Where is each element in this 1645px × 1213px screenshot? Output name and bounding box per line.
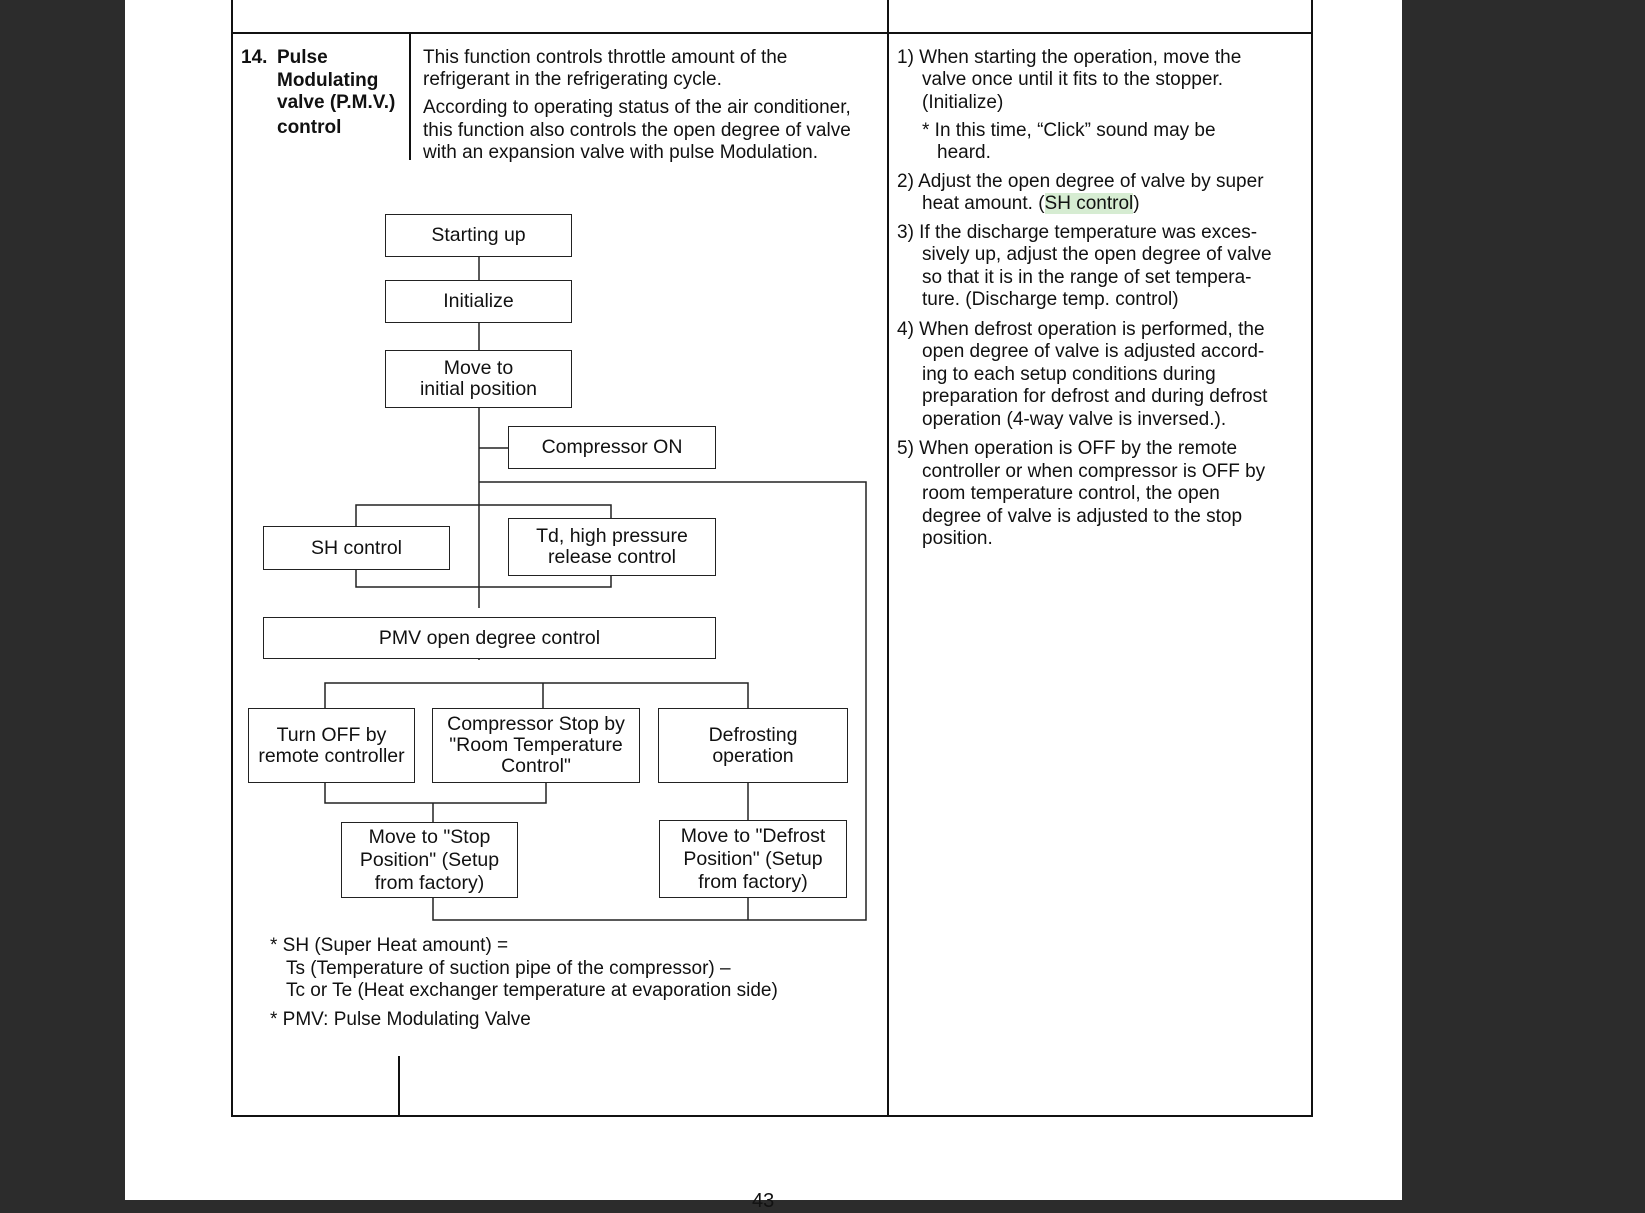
note-2-text: heat amount. ( — [922, 193, 1045, 214]
note-4-line: preparation for defrost and during defro… — [922, 386, 1268, 407]
description-line: this function also controls the open deg… — [423, 120, 851, 141]
section-title-line: Pulse — [277, 47, 328, 68]
note-5-line: degree of valve is adjusted to the stop — [922, 506, 1243, 527]
note-1-star-line: * In this time, “Click” sound may be — [922, 120, 1216, 141]
flow-box-turn-off: Turn OFF by remote controller — [248, 708, 415, 783]
description-line: refrigerant in the refrigerating cycle. — [423, 69, 722, 90]
flow-box-defrosting: Defrosting operation — [658, 708, 848, 783]
note-4-line: 4) When defrost operation is performed, … — [897, 319, 1265, 340]
note-4-line: operation (4-way valve is inversed.). — [922, 409, 1227, 430]
section-title-line: Modulating — [277, 70, 379, 91]
flow-box-pmv-open-degree: PMV open degree control — [263, 617, 716, 659]
section-title-line: control — [277, 117, 342, 138]
description-line: with an expansion valve with pulse Modul… — [423, 142, 819, 163]
note-4-line: ing to each setup conditions during — [922, 364, 1216, 385]
description-line: This function controls throttle amount o… — [423, 47, 788, 68]
table-column-divider — [887, 0, 889, 1117]
section-title-line: valve (P.M.V.) — [277, 92, 396, 113]
note-5-line: room temperature control, the open — [922, 483, 1220, 504]
note-2-line: heat amount. (SH control) — [922, 193, 1140, 216]
note-5-line: position. — [922, 528, 993, 549]
flow-box-compressor-stop: Compressor Stop by "Room Temperature Con… — [432, 708, 640, 783]
note-1-star-line: heard. — [937, 142, 991, 163]
footnote-pmv: * PMV: Pulse Modulating Valve — [270, 1009, 531, 1030]
flow-box-starting-up: Starting up — [385, 214, 572, 257]
bottom-divider-fragment — [398, 1056, 400, 1116]
note-3-line: 3) If the discharge temperature was exce… — [897, 222, 1258, 243]
note-1-line: (Initialize) — [922, 92, 1004, 113]
description-line: According to operating status of the air… — [423, 97, 851, 118]
note-3-line: ture. (Discharge temp. control) — [922, 289, 1179, 310]
flow-box-move-stop-position: Move to "Stop Position" (Setup from fact… — [341, 822, 518, 898]
flow-box-td-control: Td, high pressure release control — [508, 518, 716, 576]
flow-box-compressor-on: Compressor ON — [508, 426, 716, 469]
document-page — [125, 0, 1402, 1200]
title-cell-divider — [409, 32, 411, 160]
footnote-sh-line: Ts (Temperature of suction pipe of the c… — [286, 958, 731, 979]
note-5-line: 5) When operation is OFF by the remote — [897, 438, 1238, 459]
note-3-line: sively up, adjust the open degree of val… — [922, 244, 1272, 265]
section-number: 14. — [241, 47, 268, 68]
note-2-text: ) — [1133, 193, 1140, 214]
page-number: 43 — [752, 1190, 775, 1212]
flow-box-move-initial-position: Move to initial position — [385, 350, 572, 408]
highlighted-sh-control: SH control — [1044, 193, 1134, 214]
note-2-line: 2) Adjust the open degree of valve by su… — [897, 171, 1264, 192]
footnote-sh: * SH (Super Heat amount) = — [270, 935, 509, 956]
note-1-line: valve once until it fits to the stopper. — [922, 69, 1224, 90]
table-frame — [231, 0, 1313, 1117]
flow-box-move-defrost-position: Move to "Defrost Position" (Setup from f… — [659, 820, 847, 898]
flow-box-sh-control: SH control — [263, 526, 450, 570]
note-5-line: controller or when compressor is OFF by — [922, 461, 1266, 482]
note-1-line: 1) When starting the operation, move the — [897, 47, 1242, 68]
note-3-line: so that it is in the range of set temper… — [922, 267, 1252, 288]
flow-box-initialize: Initialize — [385, 280, 572, 323]
note-4-line: open degree of valve is adjusted accord- — [922, 341, 1265, 362]
footnote-sh-line: Tc or Te (Heat exchanger temperature at … — [286, 980, 778, 1001]
table-row-divider — [231, 32, 1313, 34]
